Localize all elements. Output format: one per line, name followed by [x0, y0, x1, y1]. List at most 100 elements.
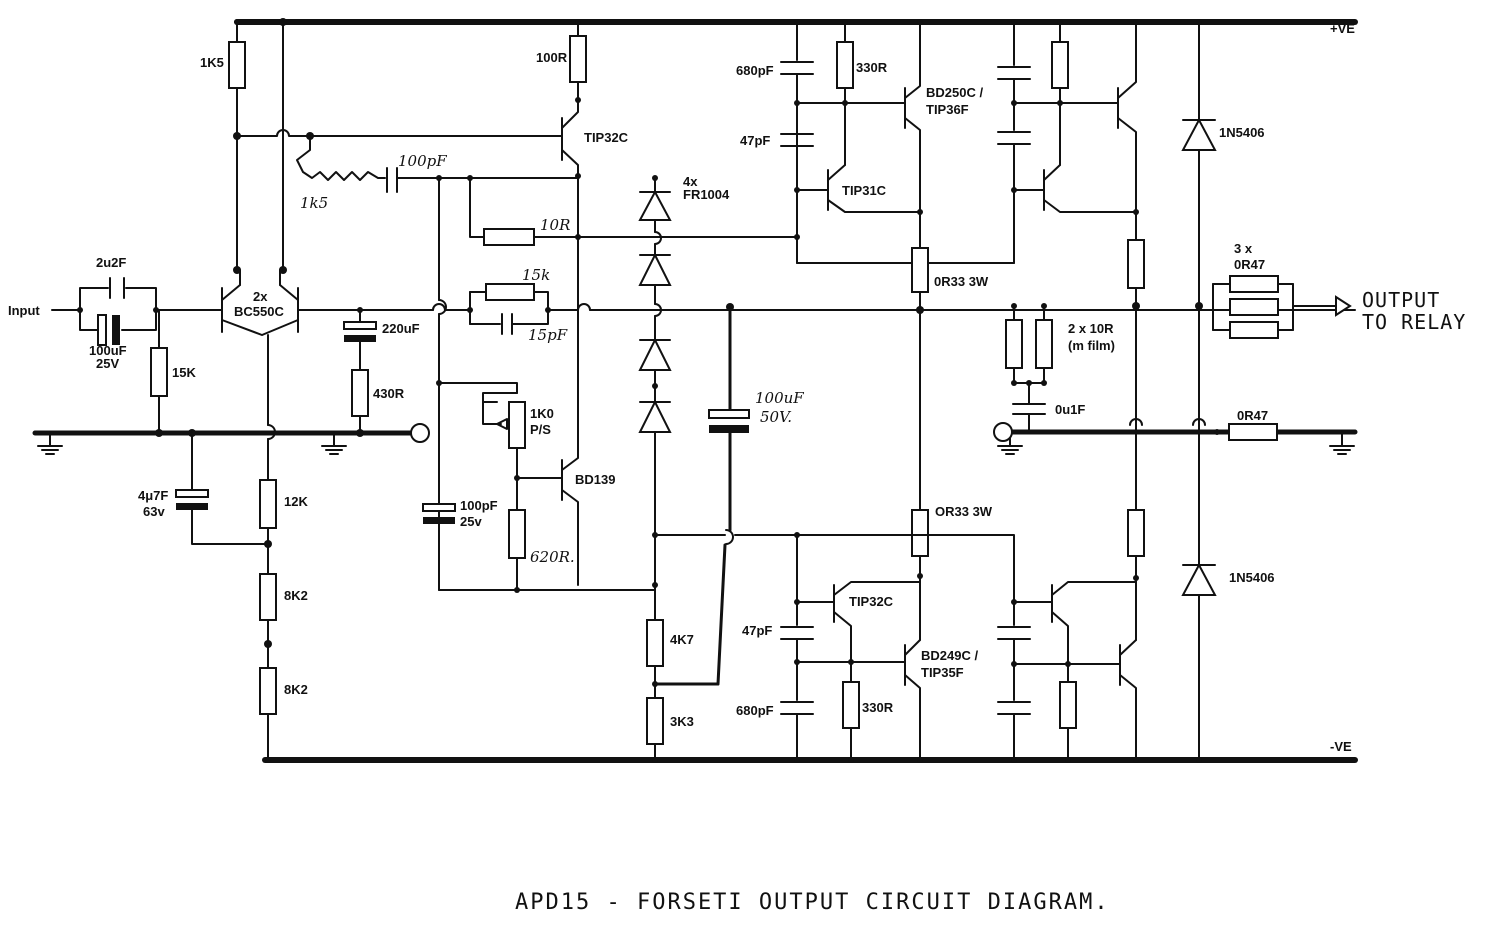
cap-100uf-50v: [708, 409, 750, 419]
resistor-emitter-upper-b: [1127, 239, 1145, 289]
cap-2u2f: [109, 277, 125, 299]
transistor-bd250c: [904, 21, 921, 249]
diode-type-label: FR1004: [683, 187, 730, 202]
output-label-1: OUTPUT: [1362, 288, 1440, 312]
transistor-tip32c-bottom: [833, 581, 921, 663]
resistor-330r-bottom-label: 330R: [862, 700, 894, 715]
resistor-8k2-a: [259, 573, 277, 621]
bd250c-label: BD250C /: [926, 85, 983, 100]
cap-100uf-25v: [97, 314, 120, 346]
pot-ps-label: P/S: [530, 422, 551, 437]
resistor-8k2-b: [259, 667, 277, 715]
resistor-0r33-top-label: 0R33 3W: [934, 274, 989, 289]
bc550c-count-label: 2x: [253, 289, 268, 304]
tip31c-label: TIP31C: [842, 183, 887, 198]
transistor-tip32c-top: [561, 99, 579, 177]
cap-100uf-label: 100uF: [89, 343, 127, 358]
resistor-10r-hand-label: 10R: [540, 216, 570, 234]
cap-25v-label: 25V: [96, 356, 119, 371]
ground-node-right: [993, 422, 1013, 442]
resistor-10r-zobel-b: [1035, 319, 1053, 369]
resistor-0r33-top: [911, 247, 929, 293]
resistor-330r-upper-b: [1051, 41, 1069, 89]
resistor-0r33-bottom-label: OR33 3W: [935, 504, 993, 519]
resistor-8k2-b-label: 8K2: [284, 682, 308, 697]
cap-220uf: [343, 321, 377, 330]
cap-4u7f: [175, 489, 209, 498]
resistor-15k-feedback: [485, 283, 535, 301]
positive-rail-label: +VE: [1330, 21, 1355, 36]
resistor-mfilm-label: (m film): [1068, 338, 1115, 353]
transistor-driver-lower-b: [1051, 581, 1137, 665]
cap-100uf-hand-label: 100uF: [755, 389, 804, 407]
resistor-1k5: [228, 41, 246, 89]
resistor-0r47-b: [1229, 298, 1279, 316]
feedback-resistor-squiggle: [296, 135, 386, 181]
resistor-2x10r-label: 2 x 10R: [1068, 321, 1114, 336]
resistor-emitter-lower-b: [1127, 509, 1145, 557]
tip32c-top-label: TIP32C: [584, 130, 629, 145]
cap-47pf-bottom-label: 47pF: [742, 623, 772, 638]
resistor-15k: [150, 347, 168, 397]
negative-rail-label: -VE: [1330, 739, 1352, 754]
cap-4u7f-label: 4μ7F: [138, 488, 168, 503]
resistor-3k3: [646, 697, 664, 745]
transistor-bd139: [561, 177, 579, 586]
diode-1n5406-top-label: 1N5406: [1219, 125, 1265, 140]
resistor-15k-hand-label: 15k: [522, 266, 550, 284]
input-label: Input: [8, 303, 40, 318]
diode-count-label: 4x: [683, 174, 698, 189]
resistor-0r33-bottom: [911, 509, 929, 557]
resistor-0r47-ground: [1228, 423, 1278, 441]
cap-47pf-top-label: 47pF: [740, 133, 770, 148]
resistor-330r-top-label: 330R: [856, 60, 888, 75]
tip32c-bottom-label: TIP32C: [849, 594, 894, 609]
cap-15pf-hand-label: 15pF: [528, 326, 568, 344]
resistor-3k3-label: 3K3: [670, 714, 694, 729]
transistor-driver-upper-b: [1043, 164, 1137, 213]
resistor-10r: [483, 228, 535, 246]
resistor-330r-lower-b: [1059, 681, 1077, 729]
resistor-15k-label: 15K: [172, 365, 196, 380]
pot-1k0: [508, 401, 526, 449]
resistor-620r: [508, 509, 526, 559]
resistor-0r47-set-label: 0R47: [1234, 257, 1265, 272]
resistor-0r47-ground-label: 0R47: [1237, 408, 1268, 423]
resistor-1k5-label: 1K5: [200, 55, 224, 70]
output-label-2: TO RELAY: [1362, 310, 1466, 334]
transistor-output-upper-b: [1117, 21, 1137, 241]
tip35f-label: TIP35F: [921, 665, 964, 680]
feedback-1k5-label: 1k5: [300, 194, 328, 212]
cap-63v-label: 63v: [143, 504, 165, 519]
cap-50v-hand-label: 50V.: [760, 408, 792, 426]
diode-string-fr1004: [638, 189, 672, 621]
bd139-label: BD139: [575, 472, 615, 487]
cap-680pf-bottom-label: 680pF: [736, 703, 774, 718]
resistor-620r-hand-label: 620R.: [530, 548, 575, 566]
transistor-output-lower-b: [1119, 639, 1137, 761]
resistor-100r-label: 100R: [536, 50, 568, 65]
cap-100pf-hand-label: 100pF: [398, 152, 447, 170]
cap-2u2f-label: 2u2F: [96, 255, 126, 270]
resistor-4k7-label: 4K7: [670, 632, 694, 647]
transistor-bd249c: [904, 639, 921, 761]
resistor-12k-label: 12K: [284, 494, 308, 509]
cap-220uf-label: 220uF: [382, 321, 420, 336]
resistor-12k: [259, 479, 277, 529]
output-arrow: [1335, 295, 1352, 317]
pot-1k0-label: 1K0: [530, 406, 554, 421]
resistor-100r: [569, 35, 587, 83]
cap-25v-low-label: 25v: [460, 514, 482, 529]
resistor-0r47-a: [1229, 275, 1279, 293]
resistor-330r-bottom: [842, 681, 860, 729]
tip36f-label: TIP36F: [926, 102, 969, 117]
cap-100pf: [422, 503, 456, 512]
resistor-10r-zobel-a: [1005, 319, 1023, 369]
diode-1n5406-top: [1181, 117, 1217, 151]
input-coupling-wires: [79, 287, 223, 331]
resistor-430r-label: 430R: [373, 386, 405, 401]
resistor-330r-top: [836, 41, 854, 89]
cap-100pf-label: 100pF: [460, 498, 498, 513]
cap-680pf-top-label: 680pF: [736, 63, 774, 78]
